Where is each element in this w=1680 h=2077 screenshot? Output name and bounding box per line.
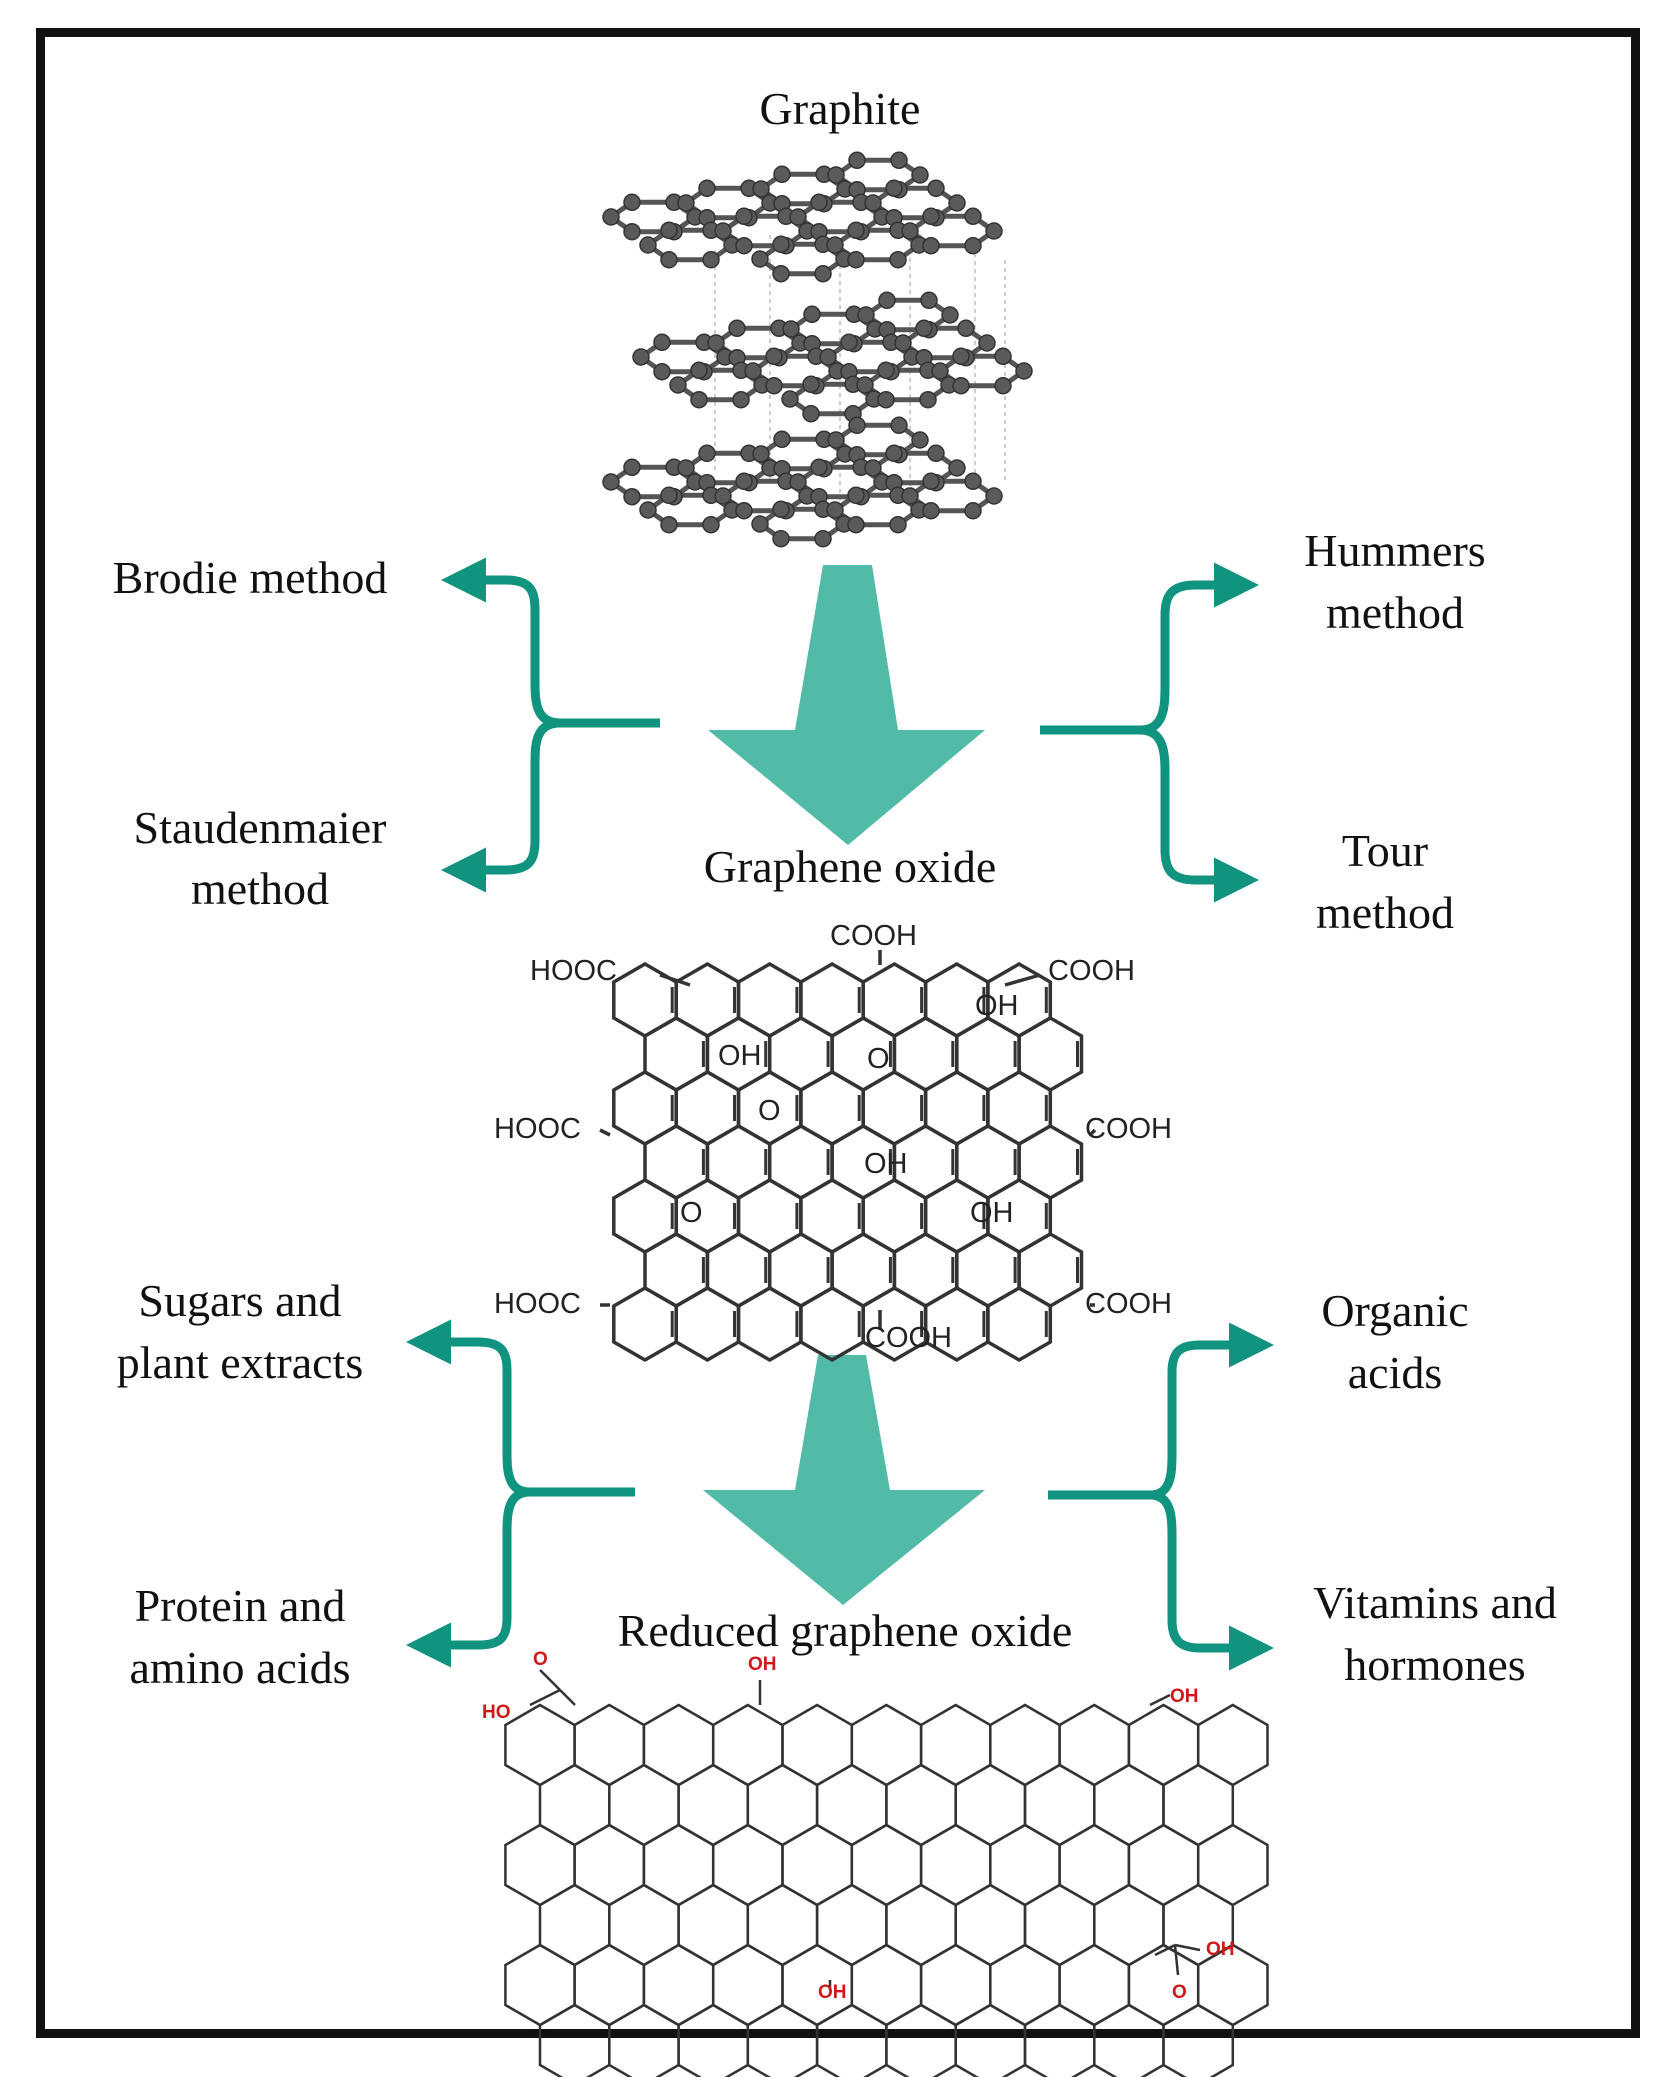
diagram-frame: [36, 28, 1640, 2038]
go-cooh-bottom: COOH: [865, 1322, 952, 1354]
graphite-layer: [602, 416, 1003, 548]
rgo-oh-2: OH: [1206, 1939, 1235, 1960]
go-o-2: O: [758, 1095, 781, 1127]
agent-protein-2: amino acids: [129, 1642, 351, 1693]
method-brodie: Brodie method: [112, 552, 388, 603]
bracket-reduction-left: [406, 1319, 635, 1668]
method-tour-1: Tour: [1341, 825, 1429, 876]
rgo-oh-right: OH: [1170, 1686, 1199, 1707]
go-cooh-top: COOH: [830, 920, 917, 952]
go-hooc-tl: HOOC: [530, 955, 617, 987]
stage-graphite: Graphite: [759, 83, 921, 134]
go-cooh-br: COOH: [1085, 1288, 1172, 1320]
reduced-graphene-oxide-structure: [504, 1669, 1269, 2077]
go-hooc-ml: HOOC: [494, 1113, 581, 1145]
graphite-layer: [602, 151, 1003, 283]
method-hummers-1: Hummers: [1304, 525, 1486, 576]
go-oh-3: OH: [864, 1148, 908, 1180]
method-hummers-2: method: [1326, 587, 1464, 638]
method-staudenmaier-2: method: [191, 863, 329, 914]
bracket-oxidation-right: [1040, 562, 1259, 903]
graphite-layer: [632, 291, 1033, 423]
stage-reduced-graphene-oxide: Reduced graphene oxide: [617, 1605, 1073, 1656]
bracket-oxidation-left: [441, 557, 660, 893]
go-oh-4: OH: [970, 1197, 1014, 1229]
agent-sugars-1: Sugars and: [138, 1275, 342, 1326]
down-arrow-1: [708, 565, 985, 845]
agent-protein-1: Protein and: [134, 1580, 346, 1631]
rgo-oh-bottom: OH: [818, 1982, 847, 2003]
go-cooh-tr: COOH: [1048, 955, 1135, 987]
method-staudenmaier-1: Staudenmaier: [133, 802, 387, 853]
graphite-structure: [602, 151, 1033, 548]
agent-sugars-2: plant extracts: [116, 1337, 364, 1388]
agent-vitamins-1: Vitamins and: [1313, 1577, 1557, 1628]
go-labels: COOH HOOC COOH OH OH O O HOOC COOH OH O …: [494, 920, 1172, 1354]
go-hooc-bl: HOOC: [494, 1288, 581, 1320]
bracket-reduction-right: [1048, 1322, 1274, 1671]
go-oh-2: OH: [718, 1040, 762, 1072]
agent-vitamins-2: hormones: [1344, 1639, 1526, 1690]
graphene-oxide-structure: [599, 950, 1097, 1363]
stage-graphene-oxide: Graphene oxide: [703, 841, 997, 892]
go-oh-1: OH: [975, 990, 1019, 1022]
agent-organic-2: acids: [1347, 1347, 1443, 1398]
rgo-labels: O HO OH OH OH O OH: [482, 1649, 1235, 2003]
go-o-3: O: [680, 1197, 703, 1229]
agent-organic-1: Organic: [1321, 1285, 1469, 1336]
rgo-ho-1: HO: [482, 1702, 511, 1723]
rgo-oh-top: OH: [748, 1654, 777, 1675]
go-cooh-mr: COOH: [1085, 1113, 1172, 1145]
rgo-o-2: O: [1172, 1982, 1187, 2003]
rgo-o-1: O: [533, 1649, 548, 1670]
method-tour-2: method: [1316, 887, 1454, 938]
down-arrow-2: [703, 1355, 985, 1605]
go-o-1: O: [867, 1043, 890, 1075]
